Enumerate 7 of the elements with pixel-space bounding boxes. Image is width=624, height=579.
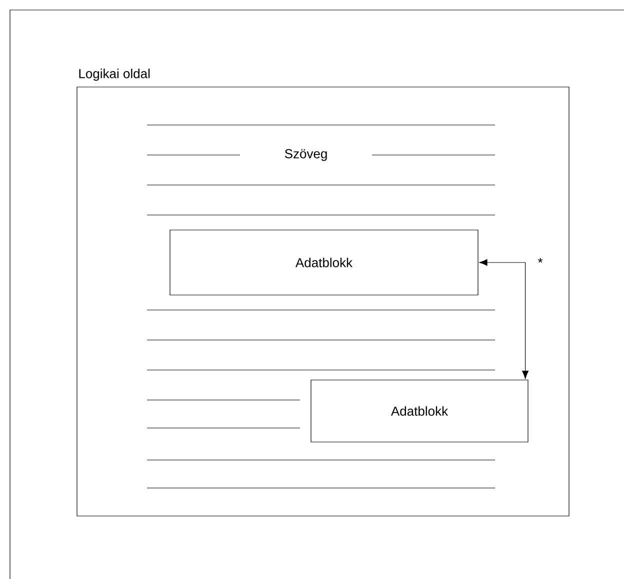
- edge-label: *: [538, 258, 543, 263]
- data-block-box: Adatblokk: [170, 230, 478, 296]
- page-box: [76, 86, 570, 516]
- arrow: [479, 259, 529, 379]
- data-block-box: Adatblokk: [310, 380, 528, 442]
- page-heading: Logikai oldal: [79, 68, 150, 81]
- text-label: Szöveg: [284, 149, 327, 161]
